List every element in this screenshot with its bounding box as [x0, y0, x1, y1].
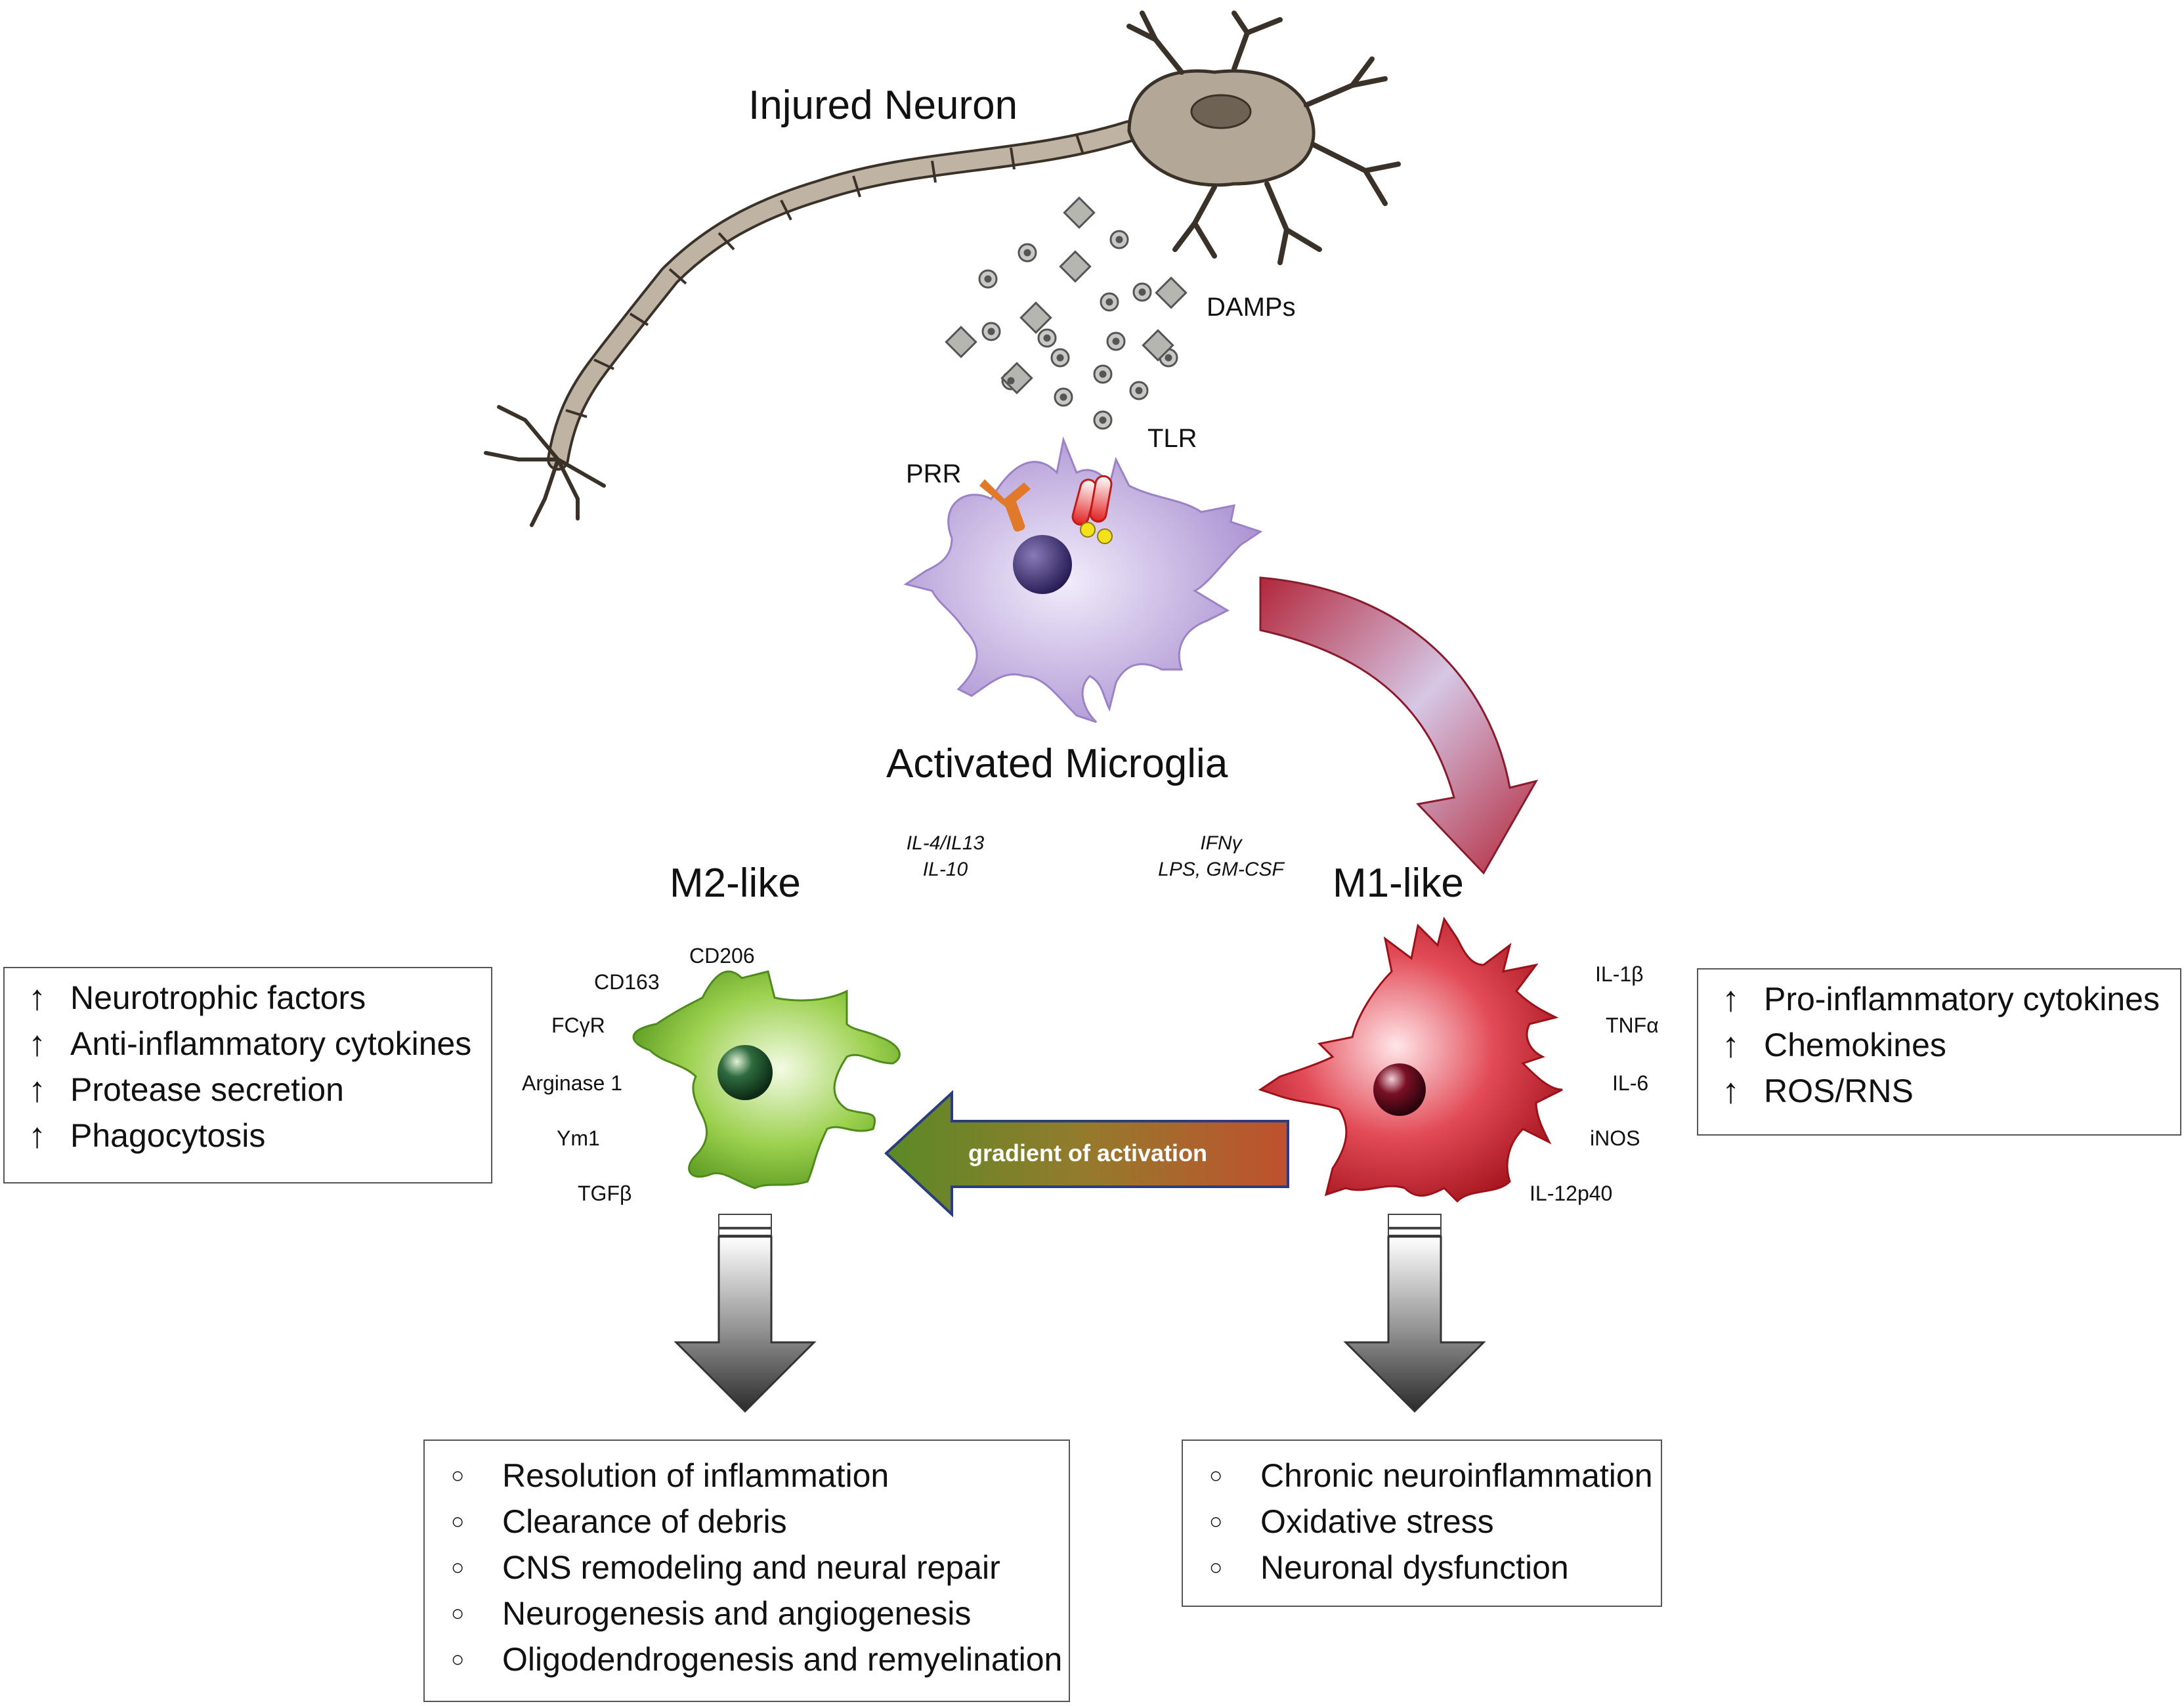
m1-stimuli: IFNγ LPS, GM-CSF [1136, 830, 1306, 883]
m2-outcome-item: ○ CNS remodeling and neural repair [434, 1545, 1069, 1590]
bullet-icon: ○ [451, 1600, 465, 1626]
up-arrow-icon: ↑ [1722, 1071, 1740, 1111]
m2-marker: TGFβ [578, 1182, 632, 1205]
m2-outcome-text: Clearance of debris [502, 1503, 787, 1540]
bullet-icon: ○ [451, 1508, 465, 1534]
m1-effect-text: Pro-inflammatory cytokines [1764, 981, 2160, 1017]
m2-cell [632, 970, 901, 1189]
up-arrow-icon: ↑ [1722, 979, 1740, 1019]
m2-marker: Ym1 [557, 1126, 600, 1150]
m1-marker: TNFα [1606, 1013, 1659, 1037]
prr-label: PRR [906, 459, 962, 488]
up-arrow-icon: ↑ [28, 1024, 46, 1063]
bullet-icon: ○ [1209, 1508, 1223, 1534]
m1-effects-box: ↑Pro-inflammatory cytokines ↑Chemokines … [1697, 968, 2181, 1136]
m2-marker: CD163 [594, 970, 660, 994]
m1-effect-item: ↑ Chemokines [1722, 1022, 2180, 1068]
m1-effect-text: ROS/RNS [1764, 1073, 1914, 1109]
m2-effect-text: Phagocytosis [70, 1117, 266, 1154]
m2-stimulus-1: IL-4/IL13 [906, 832, 985, 854]
m2-effect-item: ↑ Anti-inflammatory cytokines [28, 1021, 491, 1067]
m1-effect-item: ↑ ROS/RNS [1722, 1068, 2180, 1114]
m1-outcome-text: Chronic neuroinflammation [1260, 1457, 1653, 1494]
m1-effect-item: ↑ Pro-inflammatory cytokines [1722, 976, 2180, 1022]
m1-down-arrow [1343, 1214, 1486, 1413]
m2-effect-text: Protease secretion [70, 1071, 344, 1108]
m2-outcomes-box: ○ Resolution of inflammation ○ Clearance o… [423, 1439, 1070, 1702]
neuron-illustration [484, 11, 1401, 527]
m1-stimulus-1: IFNγ [1200, 832, 1242, 854]
m1-outcome-text: Oxidative stress [1260, 1503, 1494, 1540]
m1-effect-text: Chemokines [1764, 1027, 1946, 1063]
activated-microglia-title: Activated Microglia [886, 741, 1228, 786]
m1-outcome-item: ○ Oxidative stress [1192, 1499, 1661, 1545]
m2-outcome-item: ○ Neurogenesis and angiogenesis [434, 1590, 1069, 1636]
up-arrow-icon: ↑ [28, 1070, 46, 1109]
m2-outcome-text: Oligodendrogenesis and remyelination [502, 1641, 1063, 1678]
m1-outcome-item: ○ Neuronal dysfunction [1192, 1545, 1661, 1590]
m1-marker: iNOS [1590, 1126, 1640, 1150]
m2-outcome-text: CNS remodeling and neural repair [502, 1549, 1000, 1586]
damps-particles [945, 196, 1188, 430]
m2-marker: Arginase 1 [522, 1071, 622, 1095]
m1-outcome-item: ○ Chronic neuroinflammation [1192, 1453, 1661, 1499]
m2-outcome-item: ○ Clearance of debris [434, 1499, 1069, 1545]
bullet-icon: ○ [1209, 1462, 1223, 1488]
damps-label: DAMPs [1207, 293, 1296, 322]
m2-marker: CD206 [689, 944, 755, 968]
m2-outcome-item: ○ Oligodendrogenesis and remyelination [434, 1636, 1069, 1682]
m1-outcomes-box: ○ Chronic neuroinflammation ○ Oxidative st… [1182, 1439, 1662, 1607]
bullet-icon: ○ [1209, 1554, 1223, 1580]
activated-microglia-cell [903, 436, 1263, 723]
gradient-of-activation-arrow [884, 1090, 1289, 1218]
m1-marker: IL-6 [1612, 1071, 1649, 1095]
gradient-label: gradient of activation [968, 1140, 1208, 1166]
tlr-label: TLR [1147, 424, 1197, 453]
m2-effect-item: ↑ Protease secretion [28, 1067, 491, 1113]
m2-stimulus-2: IL-10 [922, 859, 968, 880]
m2-stimuli: IL-4/IL13 IL-10 [873, 830, 1017, 883]
m2-effect-item: ↑ Phagocytosis [28, 1113, 491, 1159]
activation-curved-arrow [1259, 576, 1539, 875]
m2-effects-box: ↑ Neurotrophic factors ↑ Anti-inflammatory… [3, 967, 492, 1184]
m2-outcome-text: Resolution of inflammation [502, 1457, 889, 1494]
m2-effect-text: Neurotrophic factors [70, 979, 366, 1016]
m1-stimulus-2: LPS, GM-CSF [1158, 859, 1284, 880]
m2-effect-item: ↑ Neurotrophic factors [28, 975, 491, 1021]
up-arrow-icon: ↑ [1722, 1025, 1740, 1065]
up-arrow-icon: ↑ [28, 978, 46, 1017]
m1-marker: IL-12p40 [1530, 1182, 1613, 1205]
tlr-receptor-icon [1071, 475, 1113, 544]
bullet-icon: ○ [451, 1554, 465, 1580]
m1-title: M1-like [1333, 861, 1464, 906]
m1-marker: IL-1β [1595, 962, 1644, 986]
m2-down-arrow [674, 1214, 817, 1413]
m1-outcome-text: Neuronal dysfunction [1260, 1549, 1569, 1586]
bullet-icon: ○ [451, 1646, 465, 1672]
m2-outcome-item: ○ Resolution of inflammation [434, 1453, 1069, 1499]
injured-neuron-title: Injured Neuron [748, 83, 1018, 128]
m2-title: M2-like [670, 861, 801, 906]
m2-outcome-text: Neurogenesis and angiogenesis [502, 1595, 972, 1632]
prr-receptor-icon [979, 479, 1031, 532]
m2-effect-text: Anti-inflammatory cytokines [70, 1025, 472, 1062]
up-arrow-icon: ↑ [28, 1116, 46, 1155]
m1-cell [1258, 916, 1563, 1203]
bullet-icon: ○ [451, 1462, 465, 1488]
m2-marker: FCγR [551, 1013, 605, 1037]
